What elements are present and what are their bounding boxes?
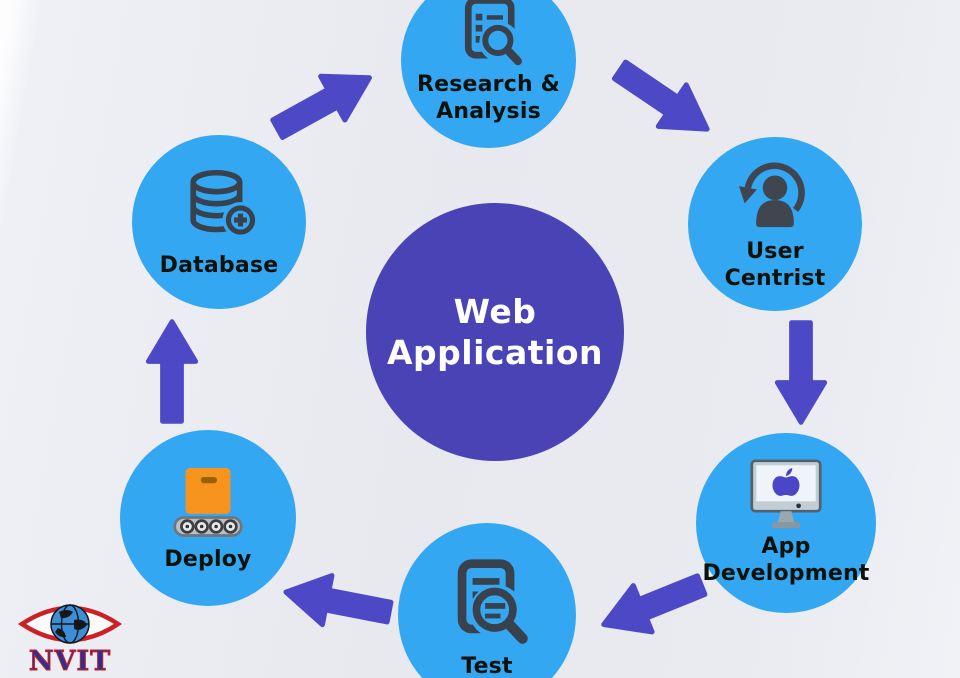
document-magnifier-icon (457, 558, 528, 644)
node-research-analysis: Research & Analysis (401, 0, 576, 148)
node-label-database: Database (159, 252, 279, 278)
arrow-appdevelopment-to-test-icon (601, 573, 708, 635)
user-sync-icon (738, 162, 805, 228)
node-label-user-centrist: User Centrist (724, 239, 826, 291)
node-label-test: Test (461, 653, 513, 678)
database-add-icon (190, 169, 259, 238)
arrow-database-to-research-icon (270, 73, 372, 140)
node-deploy: Deploy (120, 430, 296, 606)
center-circle-web-application: Web Application (366, 203, 624, 461)
research-magnifier-icon (464, 0, 522, 65)
box-conveyor-icon (173, 467, 243, 537)
node-label-research-analysis: Research & Analysis (416, 71, 561, 124)
node-database: Database (132, 135, 306, 309)
arrow-deploy-to-database-icon (145, 319, 199, 424)
arrow-research-to-user-icon (611, 59, 710, 132)
node-app-development: App Development (696, 433, 876, 613)
node-user-centrist: User Centrist (688, 137, 862, 311)
desktop-apple-icon (750, 459, 822, 529)
logo-text: NVIT (29, 646, 111, 676)
arrow-user-to-appdevelopment-icon (774, 320, 828, 425)
node-label-deploy: Deploy (164, 546, 252, 572)
logo-globe-icon (50, 604, 90, 644)
node-test: Test (398, 523, 576, 678)
diagram-title: Web Application (387, 291, 603, 372)
arrow-test-to-deploy-icon (283, 573, 394, 628)
node-label-app-development: App Development (702, 534, 870, 586)
nvit-logo: NVIT (17, 604, 123, 676)
